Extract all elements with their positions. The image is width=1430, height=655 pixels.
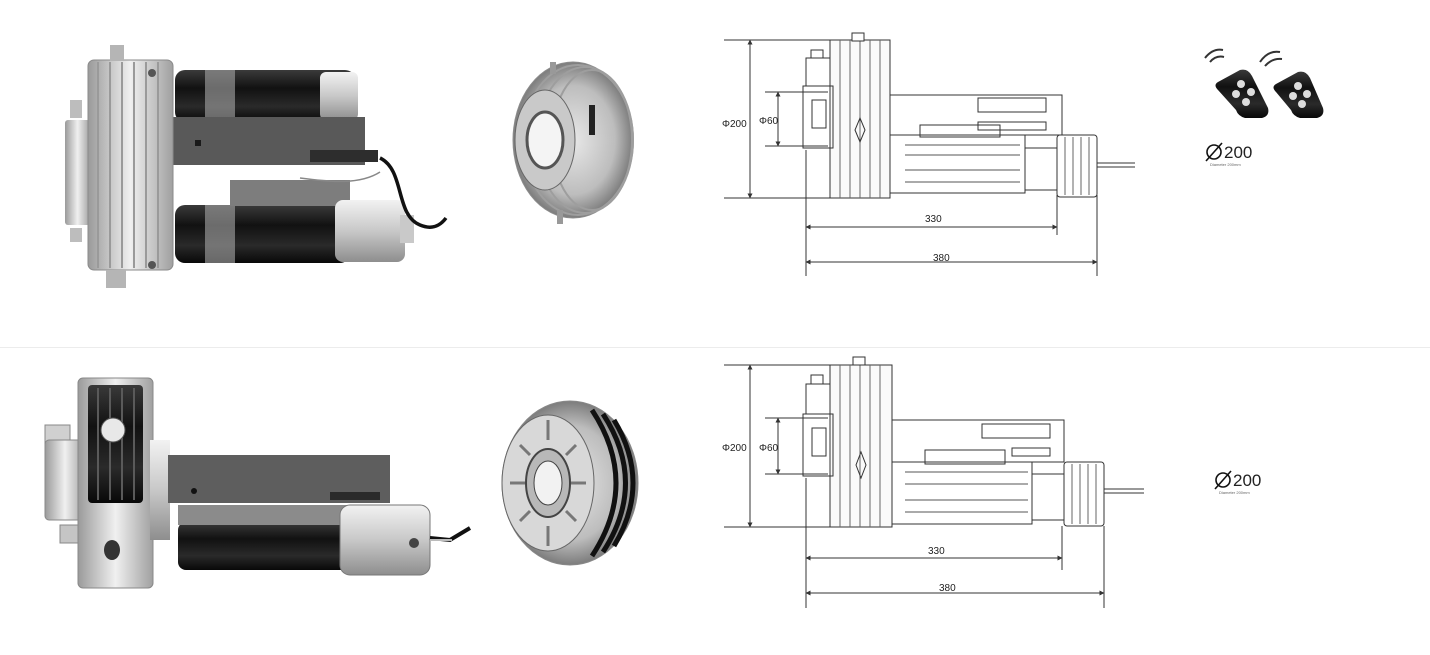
diameter-caption: Diameter 200mm (1210, 162, 1241, 167)
technical-drawing (724, 32, 1135, 276)
remote-control-right (1259, 50, 1324, 118)
diameter-badge: 200 Diameter 200mm (1205, 142, 1252, 167)
inner-diameter-label: Φ60 (759, 116, 779, 127)
drum-wheel-photo (501, 400, 639, 566)
length-330-label: 330 (925, 214, 942, 225)
row-divider (0, 347, 1430, 348)
diameter-symbol-icon (1215, 472, 1231, 488)
inner-diameter-label: Φ60 (759, 443, 779, 454)
diameter-value: 200 (1233, 471, 1261, 490)
diameter-caption: Diameter 200mm (1219, 490, 1250, 495)
technical-drawing (724, 356, 1144, 608)
length-330-label: 330 (928, 546, 945, 557)
diameter-symbol-icon (1206, 144, 1222, 160)
remote-controls-photo (1204, 48, 1324, 118)
length-380-label: 380 (933, 253, 950, 264)
remote-control-left (1204, 48, 1269, 118)
length-380-label: 380 (939, 583, 956, 594)
diameter-badge: 200 Diameter 200mm (1214, 470, 1261, 495)
outer-diameter-label: Φ200 (722, 443, 747, 454)
diameter-value: 200 (1224, 143, 1252, 162)
roller-motor-photo (65, 45, 448, 288)
roller-motor-photo (44, 377, 472, 589)
outer-diameter-label: Φ200 (722, 119, 747, 130)
drum-wheel-photo (512, 61, 634, 224)
